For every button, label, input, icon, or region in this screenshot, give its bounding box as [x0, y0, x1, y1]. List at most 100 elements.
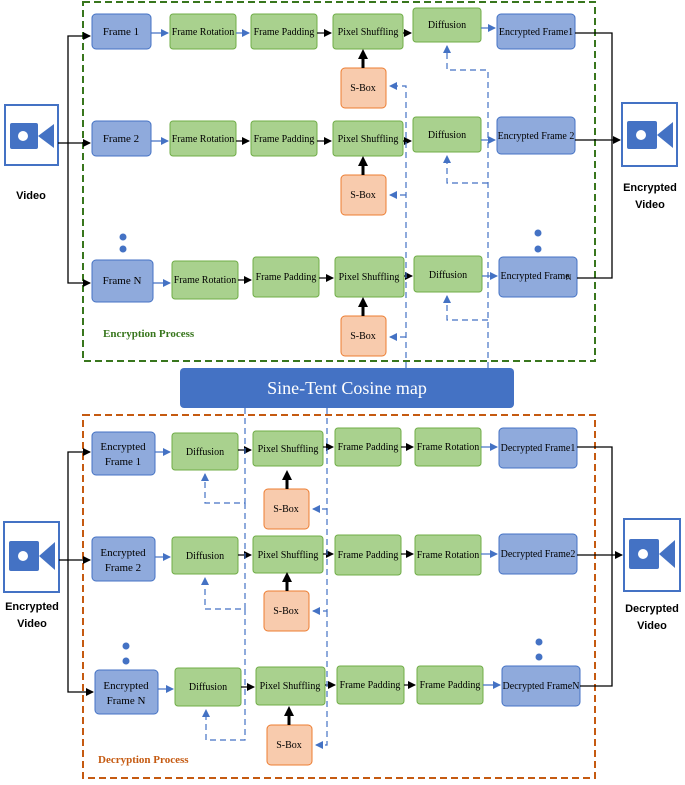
dec-diffusion-1-box [171, 432, 239, 471]
enc-output-n-text: Encrypted Frame [501, 271, 571, 282]
video-input-label: Video [16, 190, 46, 202]
enc-output-n-label: Encrypted FrameN [501, 271, 572, 282]
dec-pixel-shuffling-1-label: Pixel Shuffling [258, 444, 319, 455]
enc-frame-1-label: Frame 1 [103, 26, 139, 38]
enc-output-1-box [496, 13, 576, 50]
decrypted-video-output-label-2: Video [637, 620, 667, 632]
enc-frame-padding-2-box [250, 120, 318, 157]
dec-sbox-n-label: S-Box [276, 740, 302, 751]
encryption-border [82, 1, 596, 362]
dec-pixel-shuffling-n-box [255, 666, 326, 706]
enc-pixel-shuffling-2-box [332, 120, 404, 157]
encryption-process-label: Encryption Process [103, 328, 195, 340]
dec-pixel-shuffling-n-label: Pixel Shuffling [260, 681, 321, 692]
dec-ellipsis-dot-2 [122, 657, 130, 665]
dec-output-1-box [498, 427, 578, 469]
enc-diffusion-2-label: Diffusion [428, 130, 466, 141]
encrypted-video-input-label-1: Encrypted [5, 601, 59, 613]
enc-frame-padding-n-box [252, 256, 320, 298]
enc-frame-rotation-1-box [169, 13, 237, 50]
dec-frame-1-label-2: Frame 1 [105, 456, 141, 468]
enc-ellipsis-dot-2 [119, 245, 127, 253]
dec-row-1: Encrypted Frame 1 Diffusion Pixel Shuffl… [91, 427, 578, 530]
video-input-icon [4, 104, 59, 166]
enc-frame-rotation-2-label: Frame Rotation [172, 134, 235, 145]
enc-output-2-box [496, 116, 576, 155]
enc-frame-padding-n-label: Frame Padding [256, 272, 317, 283]
enc-frame-n-box [91, 259, 154, 303]
enc-pixel-shuffling-n-box [334, 256, 405, 298]
dec-sbox-1-label: S-Box [273, 504, 299, 515]
decryption-process-label: Decryption Process [98, 754, 189, 766]
encrypted-video-output-label-2: Video [635, 199, 665, 211]
dec-frame-2-box [91, 536, 156, 582]
dec-frame-2-label-2: Frame 2 [105, 562, 141, 574]
dec-ellipsis-dot-4 [535, 653, 543, 661]
decryption-border [82, 414, 596, 779]
enc-ellipsis-dot-3 [534, 229, 542, 237]
enc-frame-2-label: Frame 2 [103, 133, 139, 145]
enc-diffusion-2-box [412, 116, 482, 153]
encrypted-video-input-icon [3, 521, 60, 593]
enc-sbox-n-label: S-Box [350, 331, 376, 342]
enc-frame-rotation-1-label: Frame Rotation [172, 27, 235, 38]
enc-frame-2-box [91, 120, 152, 157]
dec-frame-padding-1-label: Frame Padding [338, 442, 399, 453]
dec-frame-2-label-1: Encrypted [100, 547, 146, 559]
enc-row-1: Frame 1 Frame Rotation Frame Padding Pix… [91, 7, 576, 109]
dec-frame-1-label-1: Encrypted [100, 441, 146, 453]
dec-row-2: Encrypted Frame 2 Diffusion Pixel Shuffl… [91, 533, 578, 632]
enc-row-n: Frame N Frame Rotation Frame Padding Pix… [91, 229, 578, 357]
dec-frame-n-box [94, 669, 159, 715]
enc-diffusion-n-box [413, 255, 483, 293]
dec-row-n: Encrypted Frame N Diffusion Pixel Shuffl… [94, 638, 581, 766]
enc-output-2-label: Encrypted Frame 2 [498, 131, 575, 142]
dec-frame-n-label-1: Encrypted [103, 680, 149, 692]
dec-frame-n-label-2: Frame N [107, 695, 146, 707]
dec-pixel-shuffling-2-label: Pixel Shuffling [258, 550, 319, 561]
sine-tent-cosine-map-box [180, 368, 514, 408]
encrypted-video-output-icon [621, 102, 678, 167]
sine-tent-cosine-map-label: Sine-Tent Cosine map [267, 378, 427, 398]
decrypted-video-output-icon [623, 518, 681, 592]
enc-diffusion-1-label: Diffusion [428, 20, 466, 31]
dec-output-n-label: Decrypted FrameN [503, 681, 580, 692]
enc-diffusion-n-label: Diffusion [429, 270, 467, 281]
enc-frame-padding-1-label: Frame Padding [254, 27, 315, 38]
dec-frame-padding-2-box [334, 534, 402, 576]
dec-frame-rotation-2-label: Frame Rotation [417, 550, 480, 561]
dec-frame-padding-2-label: Frame Padding [338, 550, 399, 561]
dec-frame-rotation-2-box [414, 534, 482, 576]
dec-frame-padding-n-label: Frame Padding [340, 680, 401, 691]
dec-frame-1-box [91, 431, 156, 476]
enc-pixel-shuffling-1-box [332, 13, 404, 50]
enc-pixel-shuffling-n-label: Pixel Shuffling [339, 272, 400, 283]
enc-frame-padding-2-label: Frame Padding [254, 134, 315, 145]
enc-pixel-shuffling-2-label: Pixel Shuffling [338, 134, 399, 145]
enc-ellipsis-dot-4 [534, 245, 542, 253]
enc-frame-padding-1-box [250, 13, 318, 50]
dec-diffusion-2-label: Diffusion [186, 551, 224, 562]
enc-frame-rotation-n-label: Frame Rotation [174, 275, 237, 286]
dec-ellipsis-dot-3 [535, 638, 543, 646]
enc-row-2: Frame 2 Frame Rotation Frame Padding Pix… [91, 116, 576, 216]
dec-output-1-label: Decrypted Frame1 [501, 443, 576, 454]
enc-output-n-suffix: N [566, 273, 572, 282]
enc-frame-rotation-2-box [169, 120, 237, 157]
enc-sbox-1-label: S-Box [350, 83, 376, 94]
encrypted-video-input-label-2: Video [17, 618, 47, 630]
dec-output-2-label: Decrypted Frame2 [501, 549, 576, 560]
enc-connectors [58, 24, 621, 368]
enc-sbox-2-label: S-Box [350, 190, 376, 201]
enc-pixel-shuffling-1-label: Pixel Shuffling [338, 27, 399, 38]
dec-ellipsis-dot-1 [122, 642, 130, 650]
dec-pixel-shuffling-1-box [252, 430, 324, 467]
dec-output-2-box [498, 533, 578, 575]
dec-frame-rotation-1-label: Frame Rotation [417, 442, 480, 453]
enc-diffusion-1-box [412, 7, 482, 43]
enc-output-1-label: Encrypted Frame1 [499, 27, 573, 38]
dec-diffusion-1-label: Diffusion [186, 447, 224, 458]
dec-frame-padding-n2-label: Frame Padding [420, 680, 481, 691]
dec-sbox-2-label: S-Box [273, 606, 299, 617]
